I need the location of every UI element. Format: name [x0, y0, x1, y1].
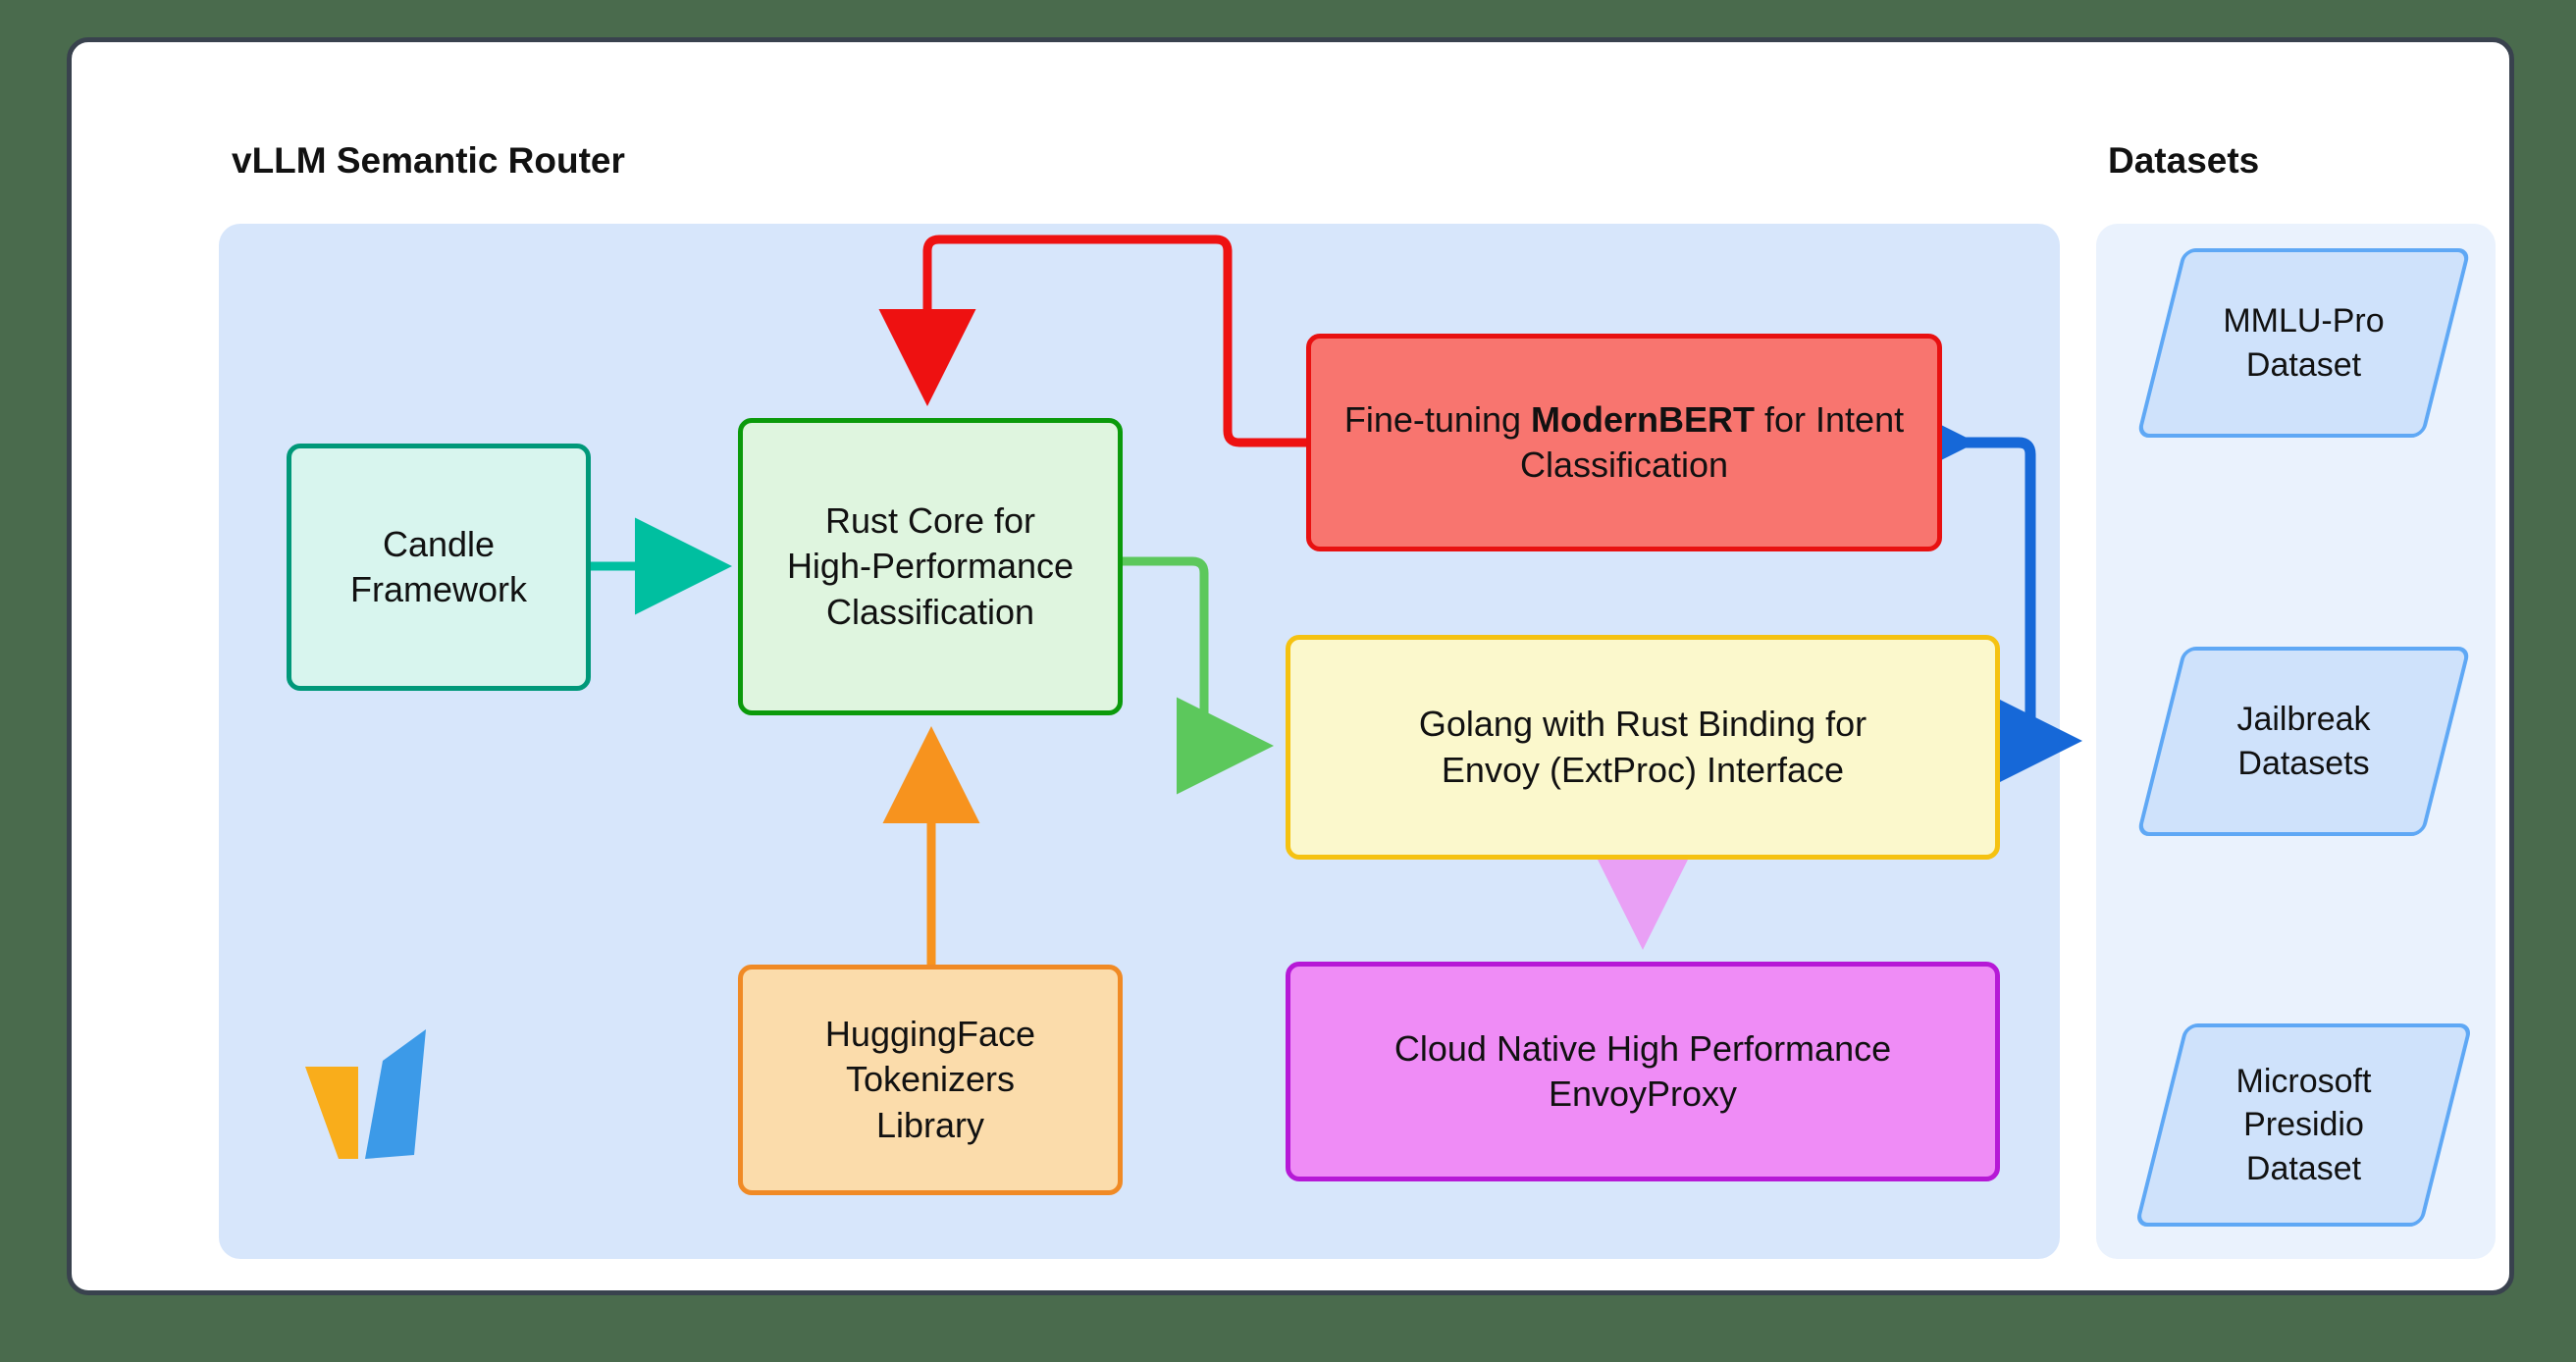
dataset-node-jailbreak[interactable]: Jailbreak Datasets — [2135, 647, 2472, 836]
dataset-label: Microsoft Presidio Dataset — [2235, 1063, 2372, 1187]
node-modernbert-finetuning[interactable]: Fine-tuning ModernBERT for Intent Classi… — [1306, 334, 1942, 551]
dataset-node-microsoft-presidio[interactable]: Microsoft Presidio Dataset — [2134, 1023, 2473, 1227]
dataset-label: MMLU-Pro Dataset — [2223, 302, 2385, 384]
dataset-label: Jailbreak Datasets — [2236, 701, 2371, 782]
node-huggingface-label: HuggingFace Tokenizers Library — [824, 1014, 1036, 1145]
node-candle-framework[interactable]: Candle Framework — [287, 444, 591, 691]
vllm-logo-blue-stroke — [365, 1029, 426, 1159]
node-rust-core-label: Rust Core for High-Performance Classific… — [786, 500, 1075, 632]
modernbert-emphasis: ModernBERT — [1531, 398, 1755, 440]
vllm-logo-orange-triangle — [305, 1067, 358, 1159]
node-golang-label: Golang with Rust Binding for Envoy (ExtP… — [1418, 704, 1867, 790]
node-rust-core[interactable]: Rust Core for High-Performance Classific… — [738, 418, 1123, 715]
vllm-logo-icon — [305, 1029, 426, 1159]
node-huggingface-tokenizers[interactable]: HuggingFace Tokenizers Library — [738, 965, 1123, 1195]
node-modernbert-label: Fine-tuning ModernBERT for Intent Classi… — [1343, 398, 1905, 485]
panel-title-router: vLLM Semantic Router — [232, 140, 625, 181]
node-candle-label: Candle Framework — [349, 523, 528, 609]
node-envoyproxy-label: Cloud Native High Performance EnvoyProxy — [1393, 1027, 1892, 1114]
diagram-card: vLLM Semantic Router Datasets — [67, 37, 2514, 1295]
node-golang-extproc[interactable]: Golang with Rust Binding for Envoy (ExtP… — [1286, 635, 2000, 860]
node-envoyproxy[interactable]: Cloud Native High Performance EnvoyProxy — [1286, 962, 2000, 1181]
panel-title-datasets: Datasets — [2108, 140, 2260, 181]
dataset-node-mmlu-pro[interactable]: MMLU-Pro Dataset — [2135, 248, 2472, 438]
